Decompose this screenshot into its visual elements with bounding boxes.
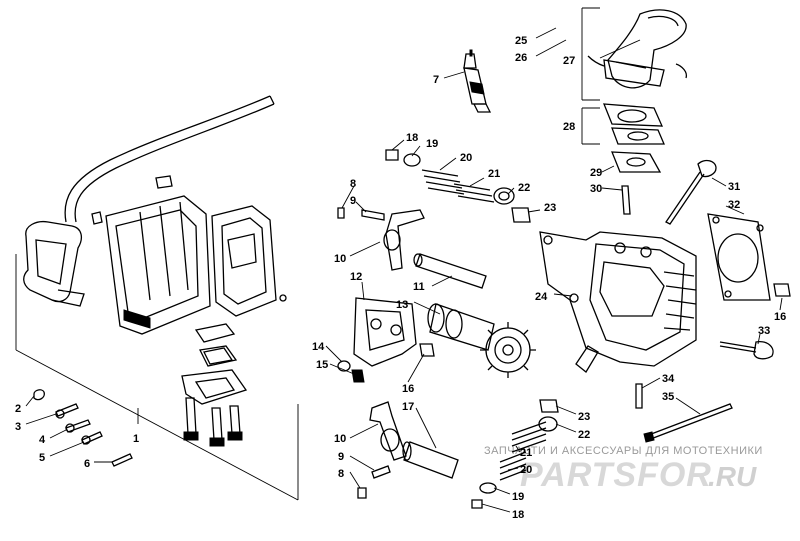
callout-20-lower: 20 <box>520 464 532 476</box>
spark-plug <box>463 49 492 113</box>
dowel-pin-right <box>773 283 791 297</box>
rocker-arm-upper <box>337 207 425 271</box>
lower-valve-train <box>471 399 559 509</box>
valve-cover-assembly-frame <box>15 254 299 501</box>
callout-7: 7 <box>433 74 439 86</box>
callout-8-upper: 8 <box>350 178 356 190</box>
long-stud <box>643 403 733 443</box>
callout-26: 26 <box>515 52 527 64</box>
camshaft-holder <box>353 297 417 367</box>
hose-fitting <box>91 175 173 225</box>
dowel-pin-center <box>419 343 435 357</box>
insulator <box>611 151 662 173</box>
callout-28: 28 <box>563 121 575 133</box>
callout-10-lower: 10 <box>334 433 346 445</box>
intake-valve <box>719 341 774 360</box>
callout-13: 13 <box>396 299 408 311</box>
callout-25: 25 <box>515 35 527 47</box>
callout-20-upper: 20 <box>460 152 472 164</box>
cover-bolts <box>183 397 243 447</box>
callout-18-upper: 18 <box>406 132 418 144</box>
exhaust-valve <box>665 159 717 225</box>
callout-34: 34 <box>662 373 675 385</box>
cylinder-head <box>539 231 697 373</box>
callout-6: 6 <box>84 458 90 470</box>
inspection-cover-gasket <box>194 323 238 367</box>
callout-2: 2 <box>15 403 21 415</box>
callout-22-upper: 22 <box>518 182 530 194</box>
callout-18-lower: 18 <box>512 509 524 521</box>
callout-9-lower: 9 <box>338 451 344 463</box>
breather-hose <box>64 95 275 223</box>
callout-17: 17 <box>402 401 414 413</box>
callout-19-lower: 19 <box>512 491 524 503</box>
breather-bracket <box>23 220 85 307</box>
callout-31: 31 <box>728 181 740 193</box>
callout-21-lower: 21 <box>520 447 532 459</box>
callout-29: 29 <box>590 167 602 179</box>
callout-23-lower: 23 <box>578 411 590 423</box>
callout-21-upper: 21 <box>488 168 500 180</box>
manifold-gaskets <box>603 103 665 145</box>
callout-19-upper: 19 <box>426 138 438 150</box>
cylinder-head-cover <box>105 195 211 335</box>
rocker-arm-lower <box>357 401 459 499</box>
callout-4: 4 <box>39 434 46 446</box>
callout-1: 1 <box>133 433 139 445</box>
callout-9-upper: 9 <box>350 195 356 207</box>
camshaft-sprocket <box>427 303 536 378</box>
callout-35: 35 <box>662 391 674 403</box>
leader-lines <box>25 7 783 513</box>
callout-10-upper: 10 <box>334 253 346 265</box>
upper-valve-train <box>385 149 531 223</box>
watermark-caption: ЗАПЧАСТИ И АКСЕССУАРЫ ДЛЯ МОТОТЕХНИКИ <box>484 445 763 457</box>
inspection-cover <box>181 369 248 405</box>
callout-16-center: 16 <box>402 383 414 395</box>
callout-15: 15 <box>316 359 328 371</box>
cylinder-head-gasket <box>707 213 771 301</box>
callout-labels: 1 2 3 4 5 6 7 8 9 10 11 12 13 14 15 16 1… <box>15 35 786 521</box>
callout-5: 5 <box>39 452 45 464</box>
rocker-shaft <box>413 253 487 289</box>
callout-32: 32 <box>728 199 740 211</box>
head-cover-gasket <box>211 205 287 317</box>
callout-33: 33 <box>758 325 770 337</box>
callout-24: 24 <box>535 291 548 303</box>
stud <box>621 185 631 215</box>
callout-3: 3 <box>15 421 21 433</box>
watermark-domain: .RU <box>708 461 757 492</box>
callout-22-lower: 22 <box>578 429 590 441</box>
holder-fasteners <box>337 360 365 383</box>
guide-bolt <box>635 383 643 409</box>
callout-27: 27 <box>563 55 575 67</box>
intake-manifold <box>587 9 688 89</box>
small-fasteners <box>33 389 133 467</box>
callout-8-lower: 8 <box>338 468 344 480</box>
callout-30: 30 <box>590 183 602 195</box>
watermark-logo: PARTSFOR <box>520 456 712 494</box>
callout-11: 11 <box>413 281 425 293</box>
callout-12: 12 <box>350 271 362 283</box>
callout-23-upper: 23 <box>544 202 556 214</box>
callout-16-right: 16 <box>774 311 786 323</box>
callout-14: 14 <box>312 341 325 353</box>
